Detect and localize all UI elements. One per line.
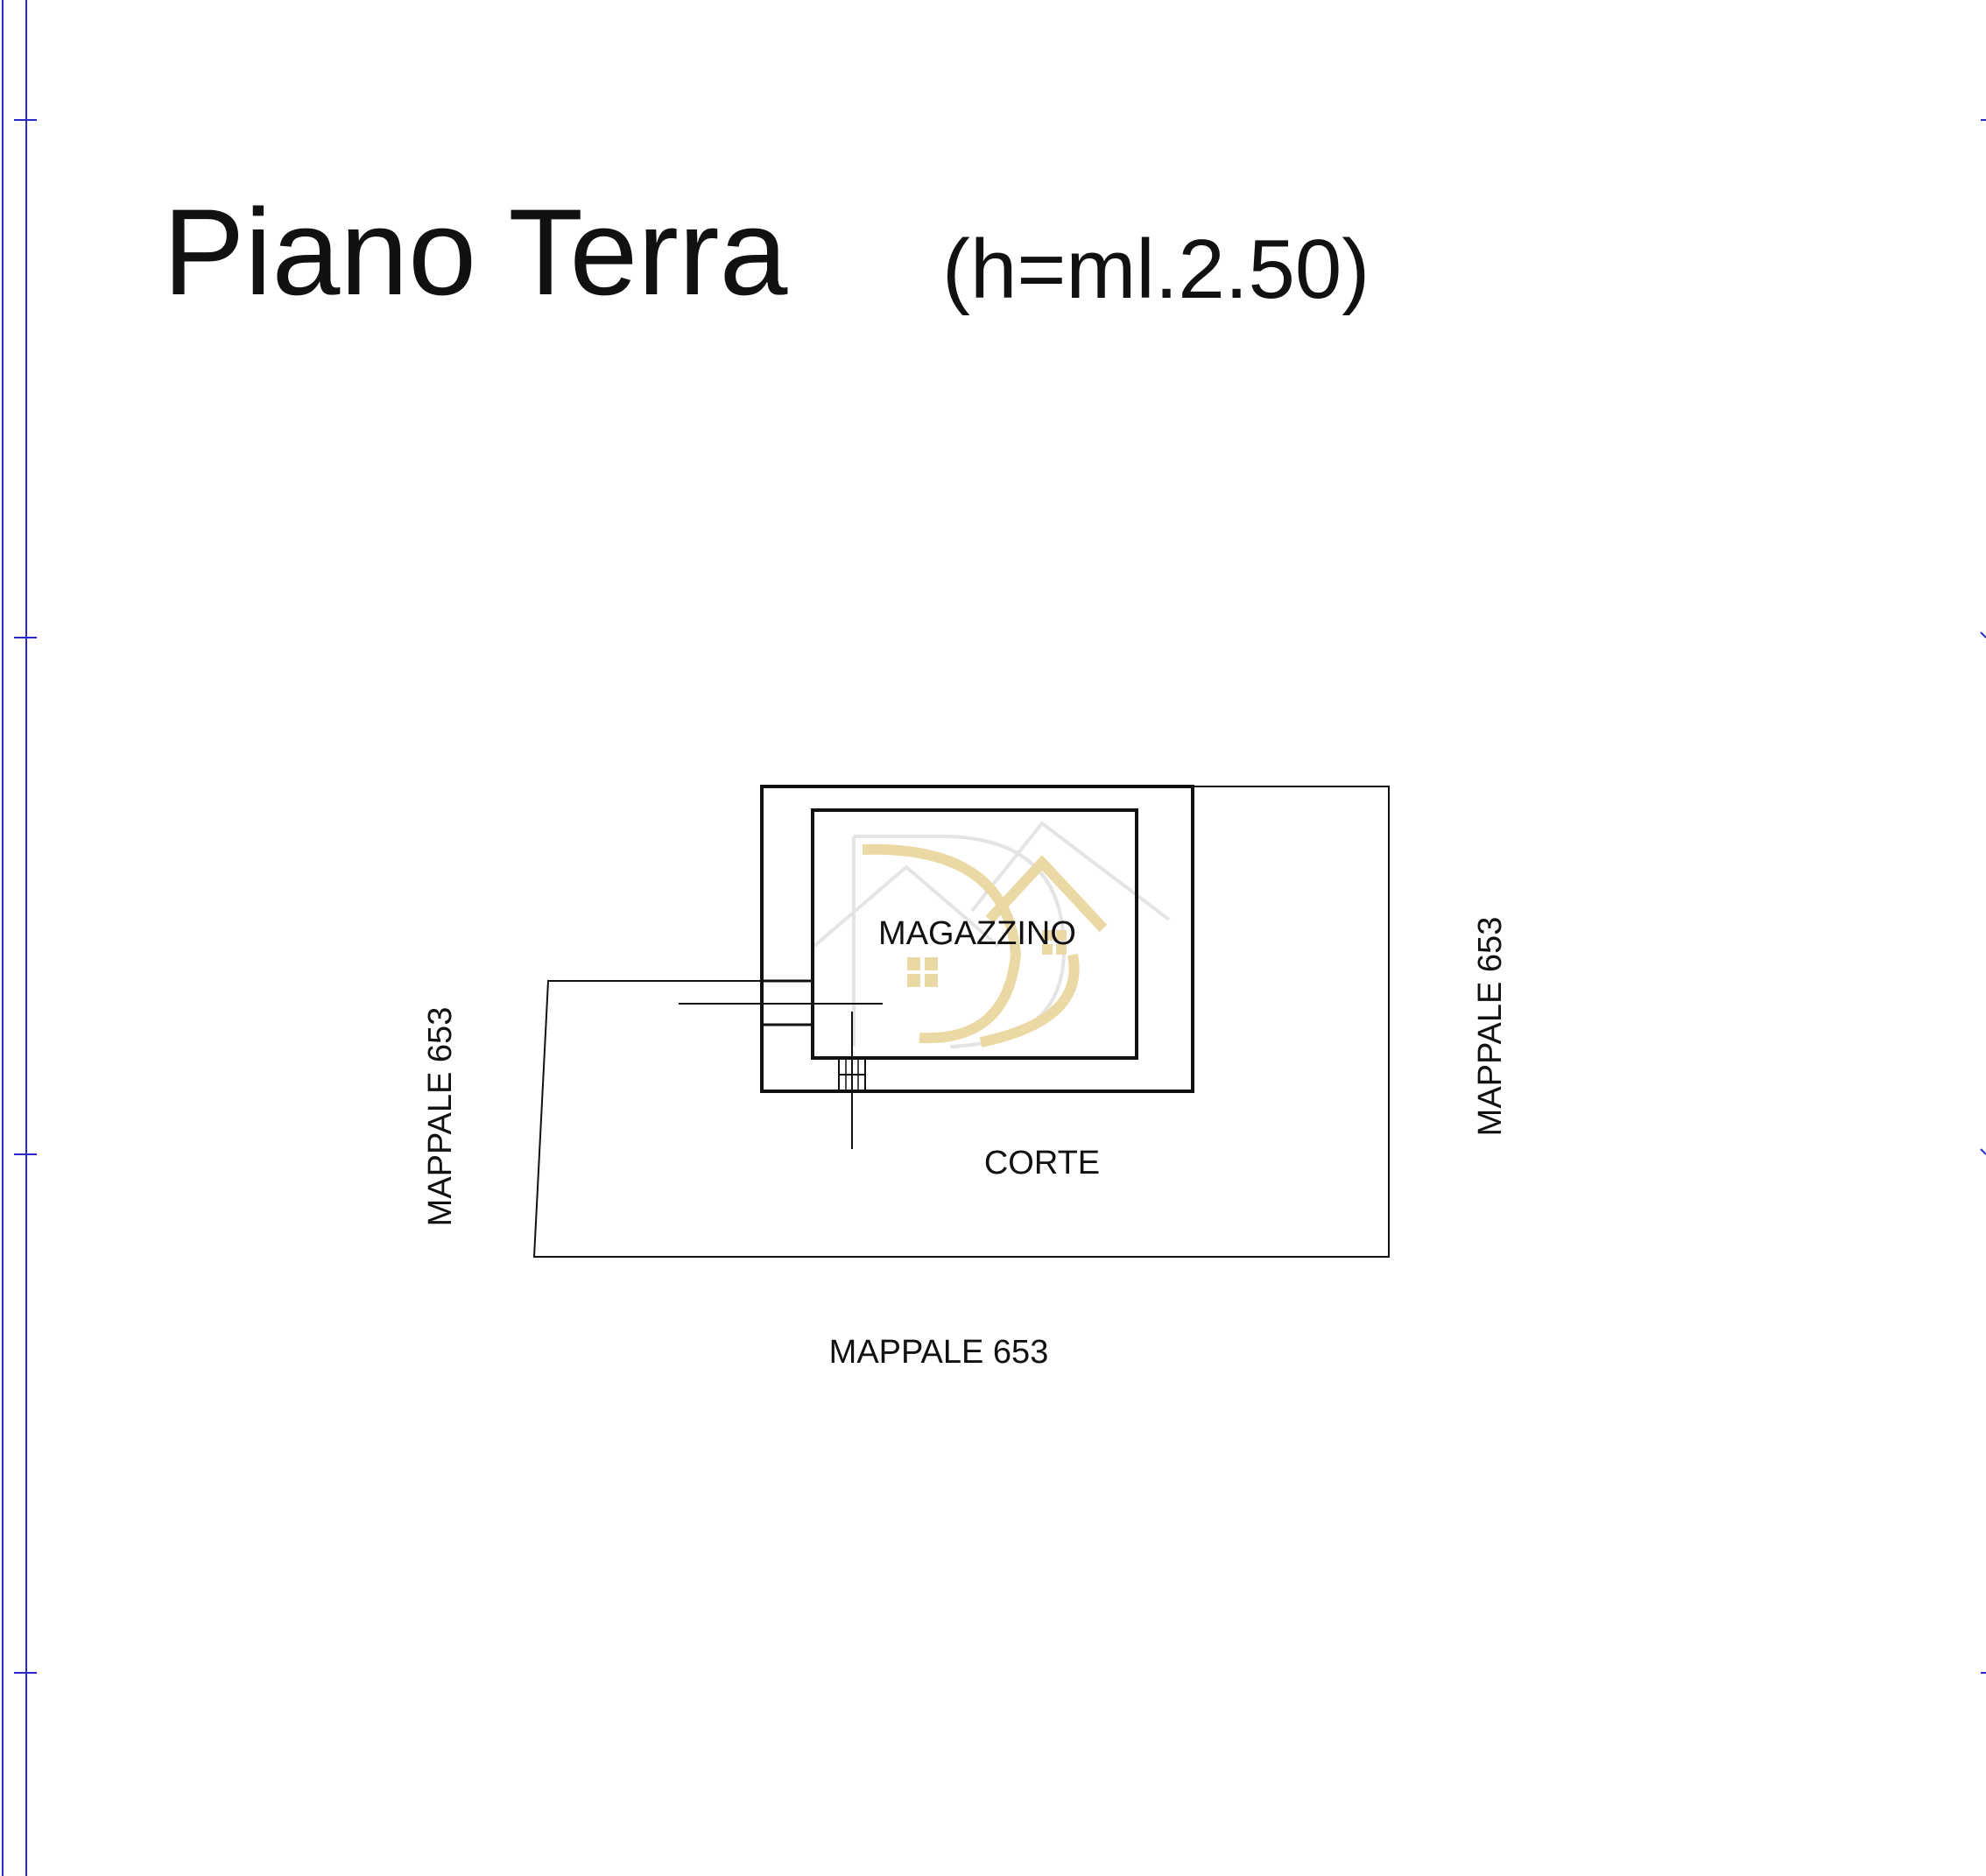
room-label-courtyard: CORTE	[984, 1145, 1100, 1181]
plan-linework	[532, 785, 1390, 1258]
boundary-label-bottom: MAPPALE 653	[829, 1334, 1049, 1371]
boundary-label-left: MAPPALE 653	[422, 1007, 459, 1227]
page-title: Piano Terra	[163, 183, 788, 321]
building-outer-wall	[760, 785, 1194, 1093]
storage-inner-wall	[811, 808, 1138, 1060]
room-label-storage: MAGAZZINO	[878, 915, 1076, 952]
ceiling-height: (h=ml.2.50)	[942, 222, 1370, 316]
watermark-logo-icon	[813, 821, 1171, 1048]
boundary-label-right: MAPPALE 653	[1472, 917, 1509, 1137]
courtyard-boundary	[532, 786, 1390, 1258]
